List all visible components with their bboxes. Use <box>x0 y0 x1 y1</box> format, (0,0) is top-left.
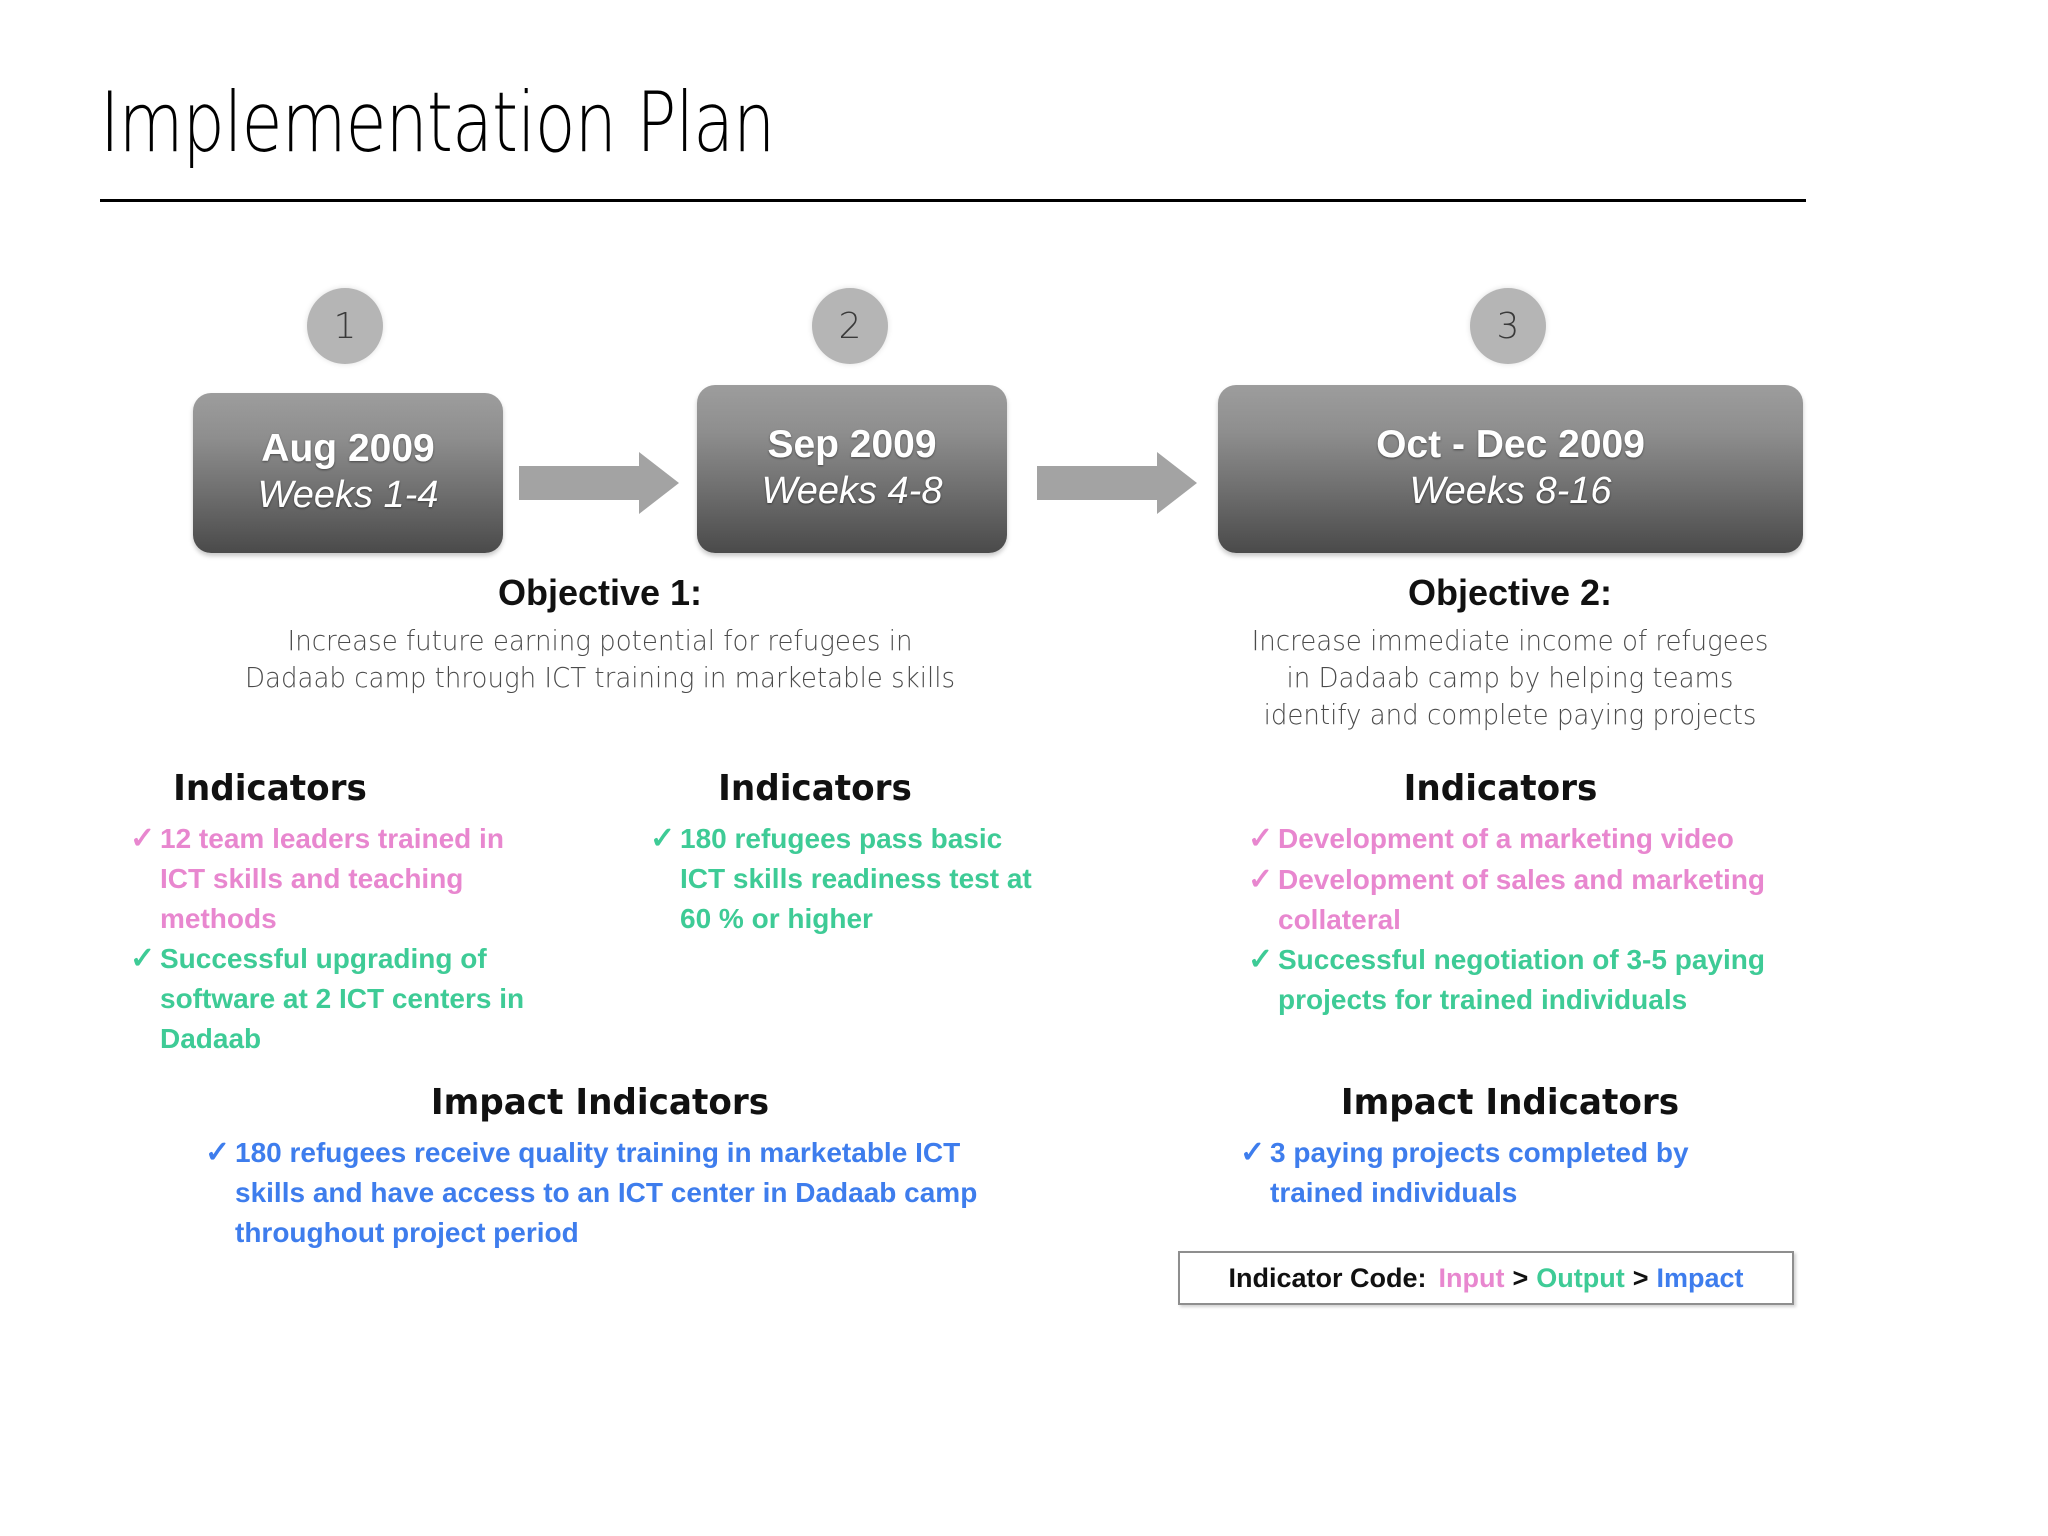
list-item: ✓ Development of a marketing video <box>1248 819 1788 860</box>
check-icon: ✓ <box>130 822 156 855</box>
indicator-text: Successful upgrading of software at 2 IC… <box>160 943 525 1055</box>
indicator-list-3: ✓ Development of a marketing video ✓ Dev… <box>1248 819 1788 1020</box>
check-icon: ✓ <box>130 942 156 976</box>
indicators-heading-1: Indicators <box>173 768 367 809</box>
legend-input: Input <box>1438 1262 1505 1293</box>
phase-2-weeks: Weeks 4-8 <box>761 469 943 512</box>
list-item: ✓ 12 team leaders trained in ICT skills … <box>130 819 530 939</box>
arrow-head <box>1157 452 1197 514</box>
step-badge-3: 3 <box>1470 288 1546 364</box>
objective-2-line-3: identify and complete paying projects <box>1263 698 1757 732</box>
check-icon: ✓ <box>1248 822 1274 855</box>
impact-list-2: ✓ 3 paying projects completed by trained… <box>1240 1133 1780 1213</box>
indicators-column-2: Indicators ✓ 180 refugees pass basic ICT… <box>650 768 1040 939</box>
impact-indicators-heading-2: Impact Indicators <box>1340 1082 1680 1123</box>
impact-text: 3 paying projects completed by trained i… <box>1270 1137 1689 1209</box>
phase-3-weeks: Weeks 8-16 <box>1409 469 1612 512</box>
list-item: ✓ 3 paying projects completed by trained… <box>1240 1133 1780 1213</box>
check-icon: ✓ <box>1248 862 1274 896</box>
phase-1-weeks: Weeks 1-4 <box>257 473 439 516</box>
objective-2: Objective 2: Increase immediate income o… <box>1200 572 1820 734</box>
indicator-text: Development of sales and marketing colla… <box>1278 863 1766 935</box>
indicator-text: 12 team leaders trained in ICT skills an… <box>160 823 504 935</box>
step-badge-1: 1 <box>307 288 383 364</box>
impact-text: 180 refugees receive quality training in… <box>235 1137 978 1249</box>
title-divider <box>100 199 1806 202</box>
phase-box-1: Aug 2009 Weeks 1-4 <box>193 393 503 553</box>
impact-indicators-heading-1: Impact Indicators <box>430 1082 770 1123</box>
indicators-heading-2: Indicators <box>718 768 912 809</box>
phase-1-period: Aug 2009 <box>261 426 435 470</box>
check-icon: ✓ <box>650 822 676 855</box>
indicators-heading-3: Indicators <box>1403 768 1598 809</box>
indicator-list-2: ✓ 180 refugees pass basic ICT skills rea… <box>650 819 1040 939</box>
legend-label: Indicator Code: <box>1228 1262 1427 1293</box>
page-title: Implementation Plan <box>100 74 775 171</box>
phase-box-2: Sep 2009 Weeks 4-8 <box>697 385 1007 553</box>
objective-1-heading: Objective 1: <box>497 572 703 613</box>
indicator-text: Development of a marketing video <box>1278 823 1734 854</box>
legend-impact: Impact <box>1656 1262 1744 1293</box>
impact-indicators-2: Impact Indicators ✓ 3 paying projects co… <box>1240 1082 1780 1213</box>
legend-separator: > <box>1632 1262 1649 1293</box>
impact-list-1: ✓ 180 refugees receive quality training … <box>205 1133 995 1253</box>
check-icon: ✓ <box>1240 1136 1266 1169</box>
objective-2-heading: Objective 2: <box>1407 572 1613 613</box>
list-item: ✓ 180 refugees receive quality training … <box>205 1133 995 1253</box>
phase-2-period: Sep 2009 <box>767 422 937 466</box>
check-icon: ✓ <box>1248 942 1274 976</box>
list-item: ✓ Successful upgrading of software at 2 … <box>130 939 530 1059</box>
indicator-list-1: ✓ 12 team leaders trained in ICT skills … <box>130 819 530 1059</box>
arrow-shaft <box>1037 466 1157 500</box>
indicator-text: Successful negotiation of 3-5 paying pro… <box>1278 943 1765 1015</box>
phase-box-3: Oct - Dec 2009 Weeks 8-16 <box>1218 385 1803 553</box>
objective-1-line-2: Dadaab camp through ICT training in mark… <box>244 661 956 695</box>
timeline: 1 2 3 Aug 2009 Weeks 1-4 Sep 2009 Weeks … <box>0 0 2048 560</box>
objective-1-line-1: Increase future earning potential for re… <box>287 624 913 657</box>
objective-2-line-1: Increase immediate income of refugees <box>1251 624 1769 657</box>
indicators-column-3: Indicators ✓ Development of a marketing … <box>1248 768 1788 1020</box>
objective-2-line-2: in Dadaab camp by helping teams <box>1286 661 1734 695</box>
list-item: ✓ Development of sales and marketing col… <box>1248 860 1788 940</box>
objective-1: Objective 1: Increase future earning pot… <box>200 572 1000 696</box>
step-badge-2: 2 <box>812 288 888 364</box>
legend-separator: > <box>1512 1262 1529 1293</box>
arrow-shaft <box>519 466 639 500</box>
arrow-head <box>639 452 679 514</box>
impact-indicators-1: Impact Indicators ✓ 180 refugees receive… <box>205 1082 995 1253</box>
list-item: ✓ 180 refugees pass basic ICT skills rea… <box>650 819 1040 939</box>
indicator-code-legend: Indicator Code: Input > Output > Impact <box>1178 1251 1794 1305</box>
check-icon: ✓ <box>205 1136 231 1169</box>
phase-3-period: Oct - Dec 2009 <box>1376 422 1645 466</box>
right-arrow-icon <box>1037 452 1197 514</box>
list-item: ✓ Successful negotiation of 3-5 paying p… <box>1248 940 1788 1020</box>
right-arrow-icon <box>519 452 679 514</box>
legend-output: Output <box>1536 1262 1625 1293</box>
indicator-text: 180 refugees pass basic ICT skills readi… <box>680 823 1032 935</box>
indicators-column-1: Indicators ✓ 12 team leaders trained in … <box>130 768 530 1059</box>
